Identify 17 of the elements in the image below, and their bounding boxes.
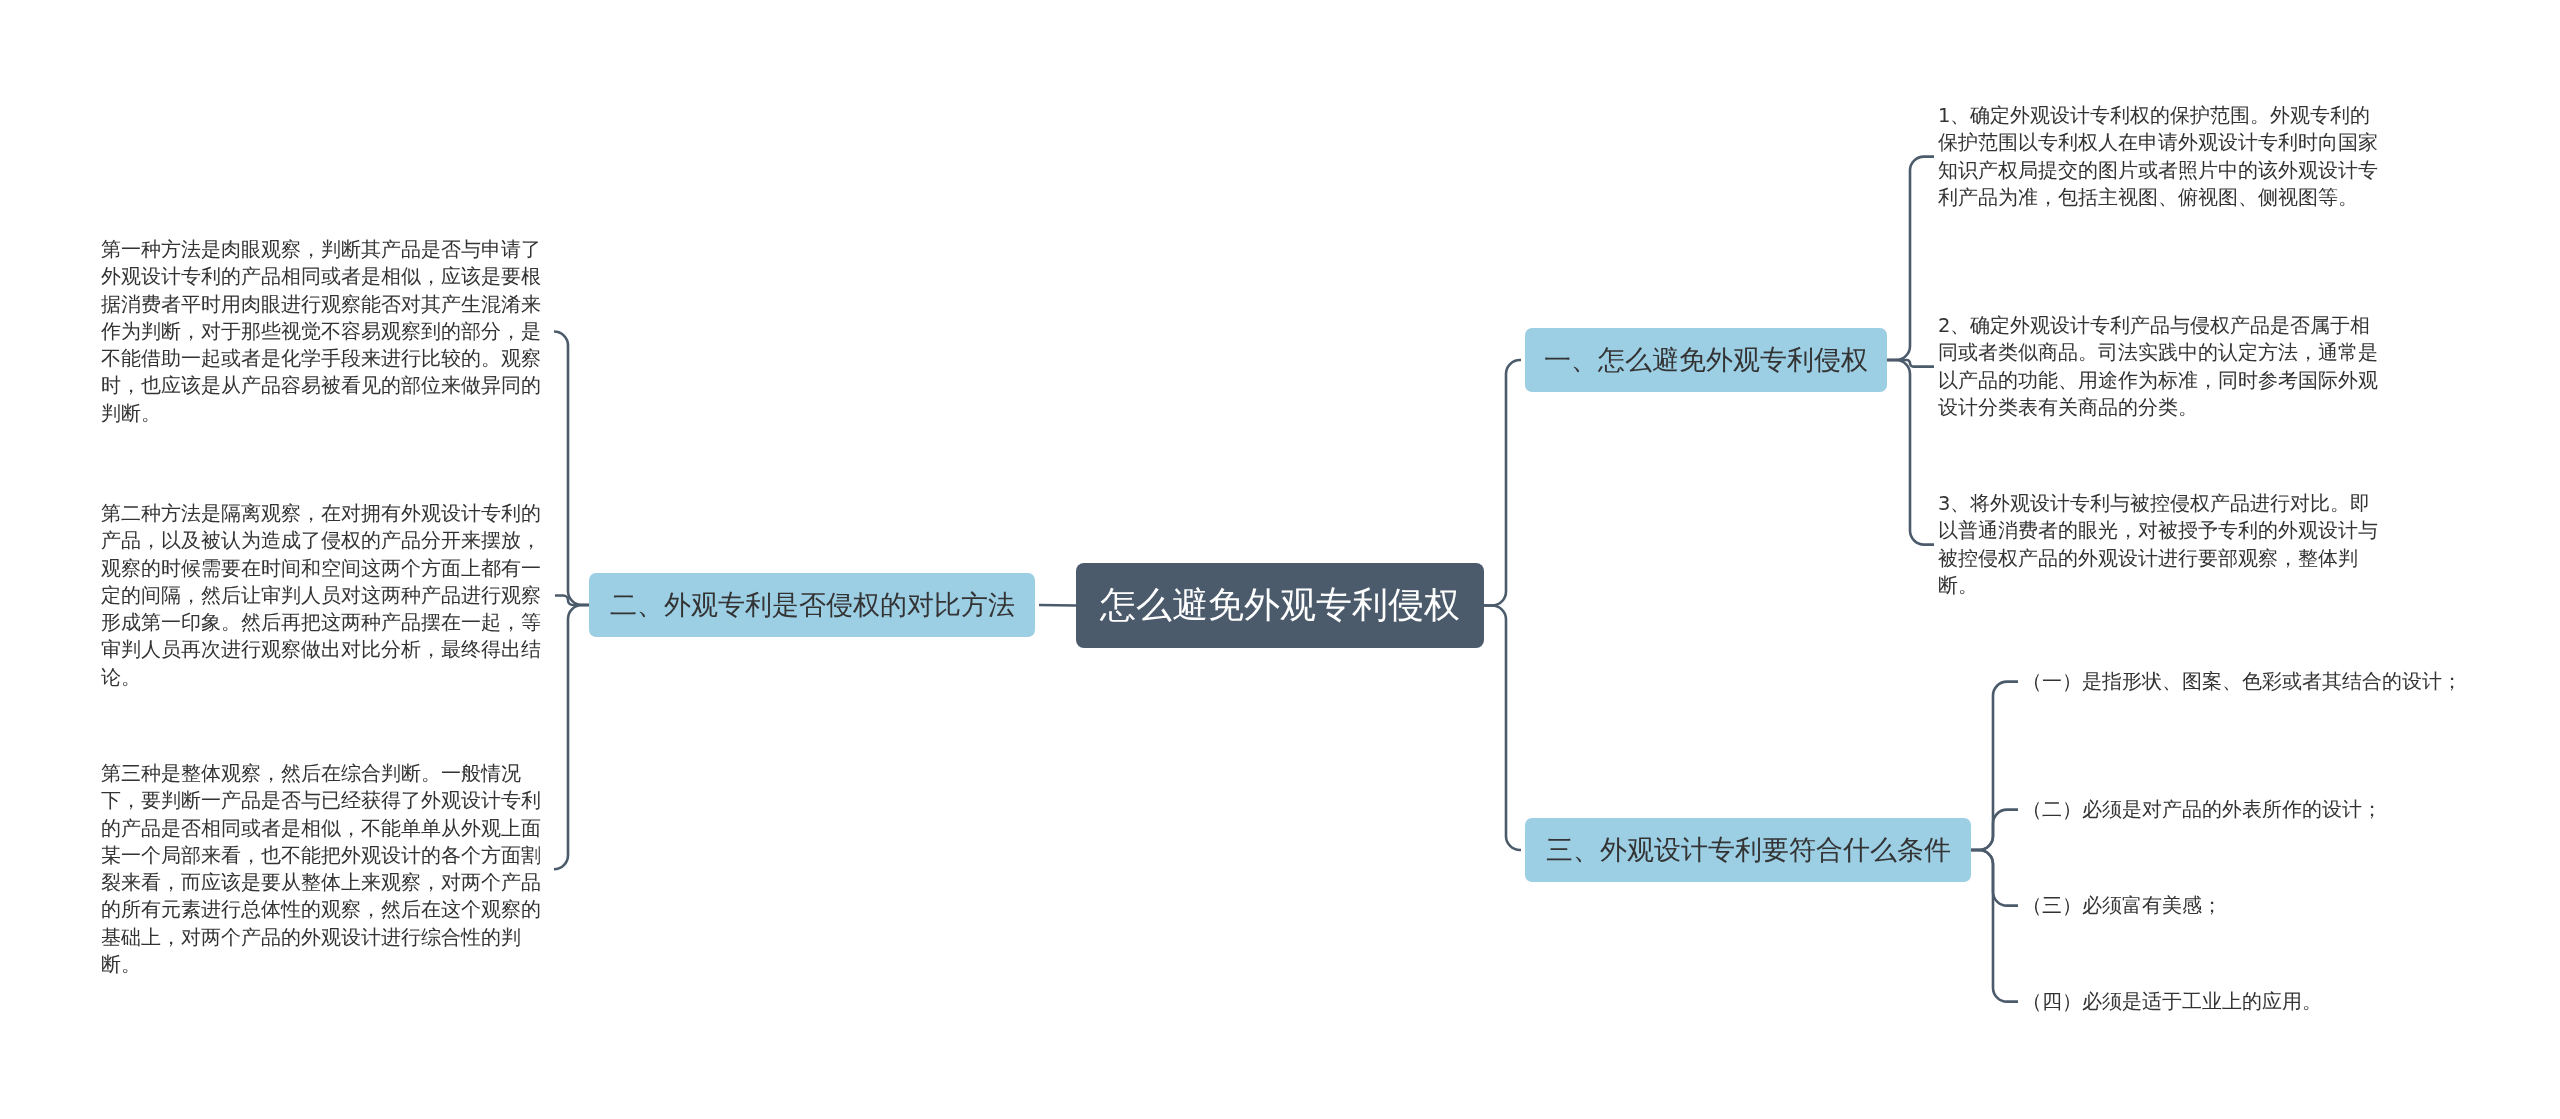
subtopic-text: （四）必须是适于工业上的应用。: [2022, 988, 2472, 1016]
subtopic-text: 3、将外观设计专利与被控侵权产品进行对比。即以普通消费者的眼光，对被授予专利的外观设计与被控侵权产品的外观设计进行要部观察，整体判断。: [1938, 490, 2388, 600]
topic-box: 二、外观专利是否侵权的对比方法: [589, 573, 1035, 637]
subtopic-text: 第二种方法是隔离观察，在对拥有外观设计专利的产品，以及被认为造成了侵权的产品分开来摆放，观察的时候需要在时间和空间这两个方面上都有一定的间隔，然后让审判人员对这两种产品进行观察形成第一印象。然后再把这两种产品摆在一起，等审判人员再次进行观察做出对比分析，最终得出结论。: [101, 500, 551, 692]
connector-line: [1039, 603, 1076, 607]
connector-line: [552, 603, 589, 871]
subtopic-text: 第一种方法是肉眼观察，判断其产品是否与申请了外观设计专利的产品相同或者是相似，应该是要根据消费者平时用肉眼进行观察能否对其产生混淆来作为判断，对于那些视觉不容易观察到的部分，是不能借助一起或者是化学手段来进行比较的。观察时，也应该是从产品容易被看见的部位来做异同的判断。: [101, 236, 551, 428]
subtopic-text: （三）必须富有美感；: [2022, 892, 2472, 920]
topic-box: 一、怎么避免外观专利侵权: [1525, 328, 1887, 392]
connector-line: [1484, 604, 1522, 852]
subtopic-text: 第三种是整体观察，然后在综合判断。一般情况下，要判断一产品是否与已经获得了外观设计专利的产品是否相同或者是相似，不能单单从外观上面某一个局部来看，也不能把外观设计的各个方面割裂来看，而应该是要从整体上来观察，对两个产品的所有元素进行总体性的观察，然后在这个观察的基础上，对两个产品的外观设计进行综合性的判断。: [101, 760, 551, 979]
subtopic-text: 1、确定外观设计专利权的保护范围。外观专利的保护范围以专利权人在申请外观设计专利时向国家知识产权局提交的图片或者照片中的该外观设计专利产品为准，包括主视图、俯视图、侧视图等。: [1938, 102, 2388, 212]
subtopic-text: （二）必须是对产品的外表所作的设计；: [2022, 796, 2472, 824]
central-topic: 怎么避免外观专利侵权: [1076, 563, 1484, 648]
topic-box: 三、外观设计专利要符合什么条件: [1525, 818, 1971, 882]
subtopic-text: 2、确定外观设计专利产品与侵权产品是否属于相同或者类似商品。司法实践中的认定方法，通常是以产品的功能、用途作为标准，同时参考国际外观设计分类表有关商品的分类。: [1938, 312, 2388, 422]
subtopic-text: （一）是指形状、图案、色彩或者其结合的设计；: [2022, 668, 2472, 696]
